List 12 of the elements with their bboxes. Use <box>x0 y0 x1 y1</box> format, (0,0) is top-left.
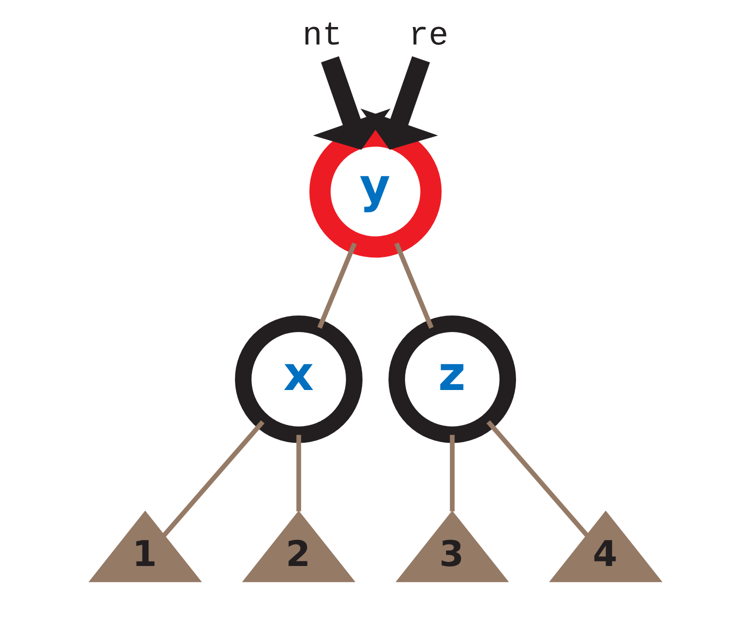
node-circle: x <box>234 316 363 444</box>
node-text: nt <box>302 16 342 54</box>
connector <box>450 434 455 512</box>
arrow <box>312 56 391 150</box>
node-text: re <box>408 16 448 54</box>
connector <box>162 420 265 537</box>
connector <box>486 420 589 537</box>
connector <box>296 434 302 512</box>
node-circle: z <box>388 316 516 444</box>
connector <box>394 242 434 329</box>
arrow <box>360 56 438 150</box>
connector <box>317 242 357 329</box>
